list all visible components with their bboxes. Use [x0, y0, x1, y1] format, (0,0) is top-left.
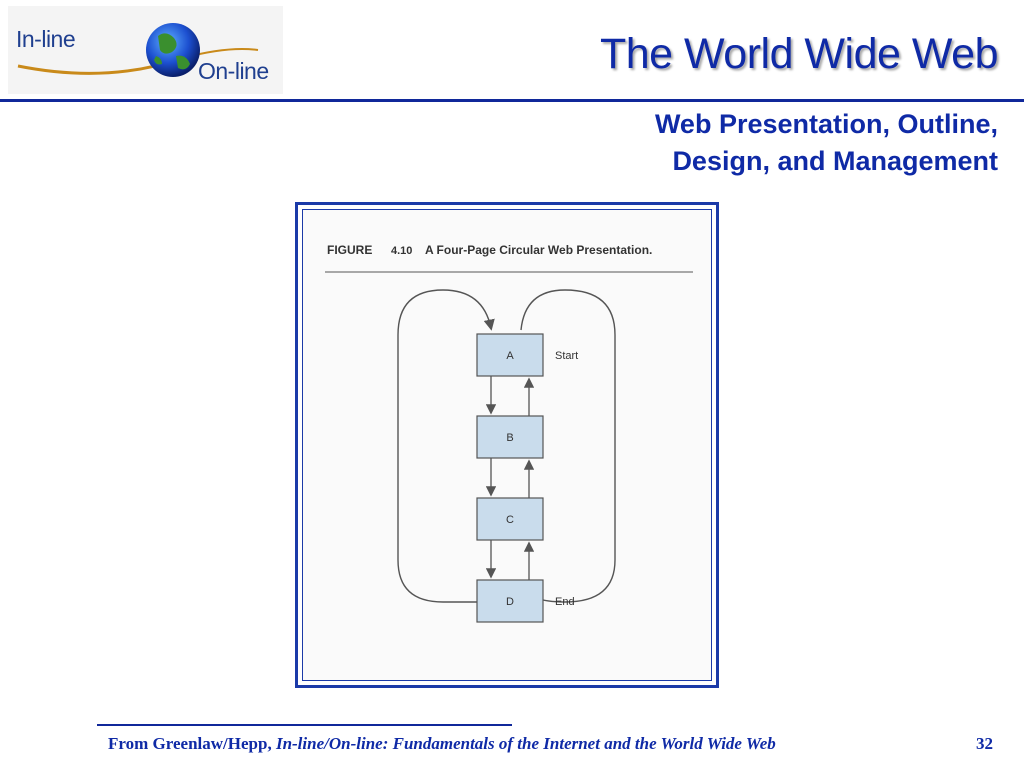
footer-citation: From Greenlaw/Hepp, In-line/On-line: Fun… [108, 734, 776, 754]
globe-swoosh-graphic [17, 23, 259, 77]
subtitle-line-2: Design, and Management [672, 146, 998, 176]
subtitle-line-1: Web Presentation, Outline, [654, 109, 998, 139]
node-label-c: C [506, 514, 514, 526]
loop-d-to-a-left [397, 289, 495, 603]
logo: In-line On-line [8, 6, 283, 94]
node-box-b [476, 415, 544, 459]
figure-image: FIGURE 4.10 A Four-Page Circular Web Pre… [302, 209, 712, 681]
node-label-a: A [506, 350, 514, 362]
node-box-d [476, 579, 544, 623]
logo-text-inline: In-line [16, 26, 76, 52]
node-note-end: End [555, 596, 575, 608]
node-label-b: B [506, 432, 513, 444]
footer-source-title: In-line/On-line: Fundamentals of the Int… [275, 734, 776, 753]
slide-title: The World Wide Web [599, 30, 999, 78]
circular-presentation-diagram: FIGURE 4.10 A Four-Page Circular Web Pre… [325, 243, 693, 623]
loop-a-to-d-right [519, 289, 616, 603]
node-label-d: D [506, 596, 514, 608]
footer-source-prefix: From Greenlaw/Hepp, [108, 734, 276, 753]
node-box-c [476, 497, 544, 541]
page-number: 32 [976, 734, 993, 753]
node-note-start: Start [555, 350, 578, 362]
figure-frame: FIGURE 4.10 A Four-Page Circular Web Pre… [295, 202, 719, 688]
logo-text-online: On-line [198, 58, 269, 84]
figure-caption-number: 4.10 [391, 245, 412, 257]
header-divider [0, 99, 1024, 102]
figure-caption-label: FIGURE [327, 243, 372, 257]
figure-caption-text: A Four-Page Circular Web Presentation. [425, 243, 652, 257]
footer-divider [97, 724, 512, 726]
node-box-a [476, 333, 544, 377]
slide-subtitle: Web Presentation, Outline, Design, and M… [655, 106, 998, 180]
